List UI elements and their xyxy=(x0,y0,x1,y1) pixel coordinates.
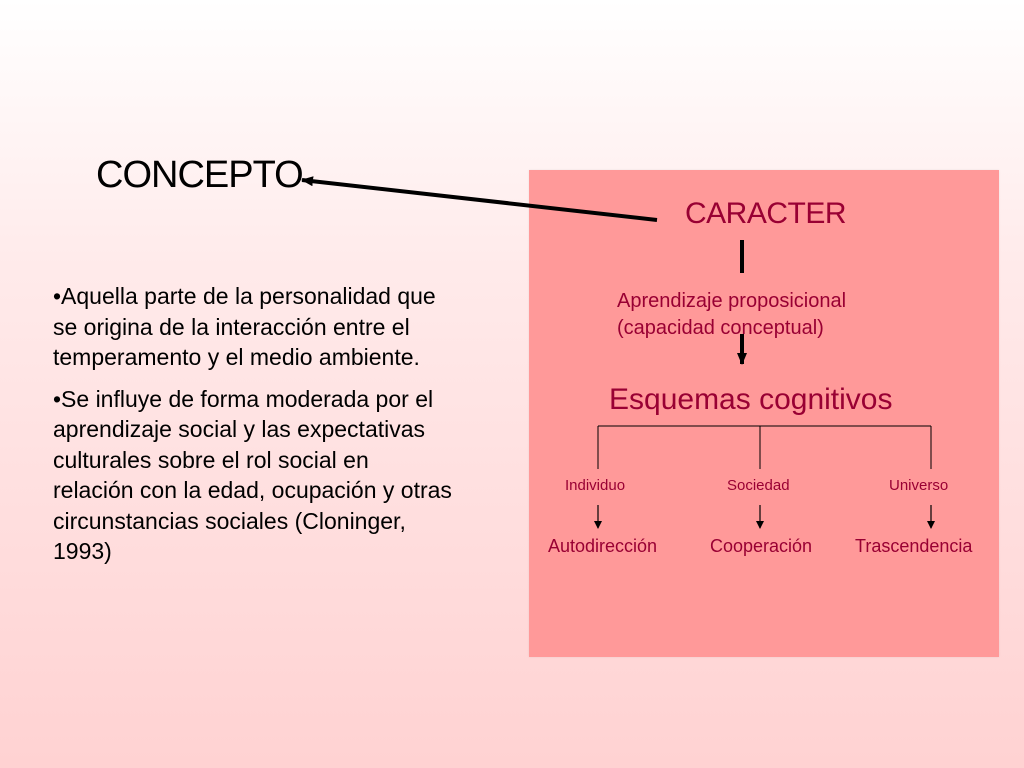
branch-label-sociedad: Sociedad xyxy=(727,477,790,494)
slide-title: CONCEPTO xyxy=(96,154,304,196)
node-aprendizaje-line1: Aprendizaje proposicional xyxy=(617,290,847,312)
bullet-item: •Se influye de forma moderada por el apr… xyxy=(53,385,452,565)
bullet-list: •Aquella parte de la personalidad que se… xyxy=(53,281,453,578)
bullet-item: •Aquella parte de la personalidad que se… xyxy=(53,283,436,370)
node-caracter: CARACTER xyxy=(685,197,847,230)
node-esquemas: Esquemas cognitivos xyxy=(609,383,893,416)
branch-label-universo: Universo xyxy=(889,477,949,494)
node-aprendizaje: Aprendizaje proposicional (capacidad con… xyxy=(617,288,846,342)
arrow-caracter-to-concepto xyxy=(301,176,658,222)
branch-label-individuo: Individuo xyxy=(565,477,626,494)
node-aprendizaje-line2: (capacidad conceptual) xyxy=(617,317,824,339)
branch-result-cooperacion: Cooperación xyxy=(710,536,813,556)
branch-result-trascendencia: Trascendencia xyxy=(855,536,973,556)
diagram-panel xyxy=(529,170,999,657)
branch-result-autodireccion: Autodirección xyxy=(548,536,658,556)
